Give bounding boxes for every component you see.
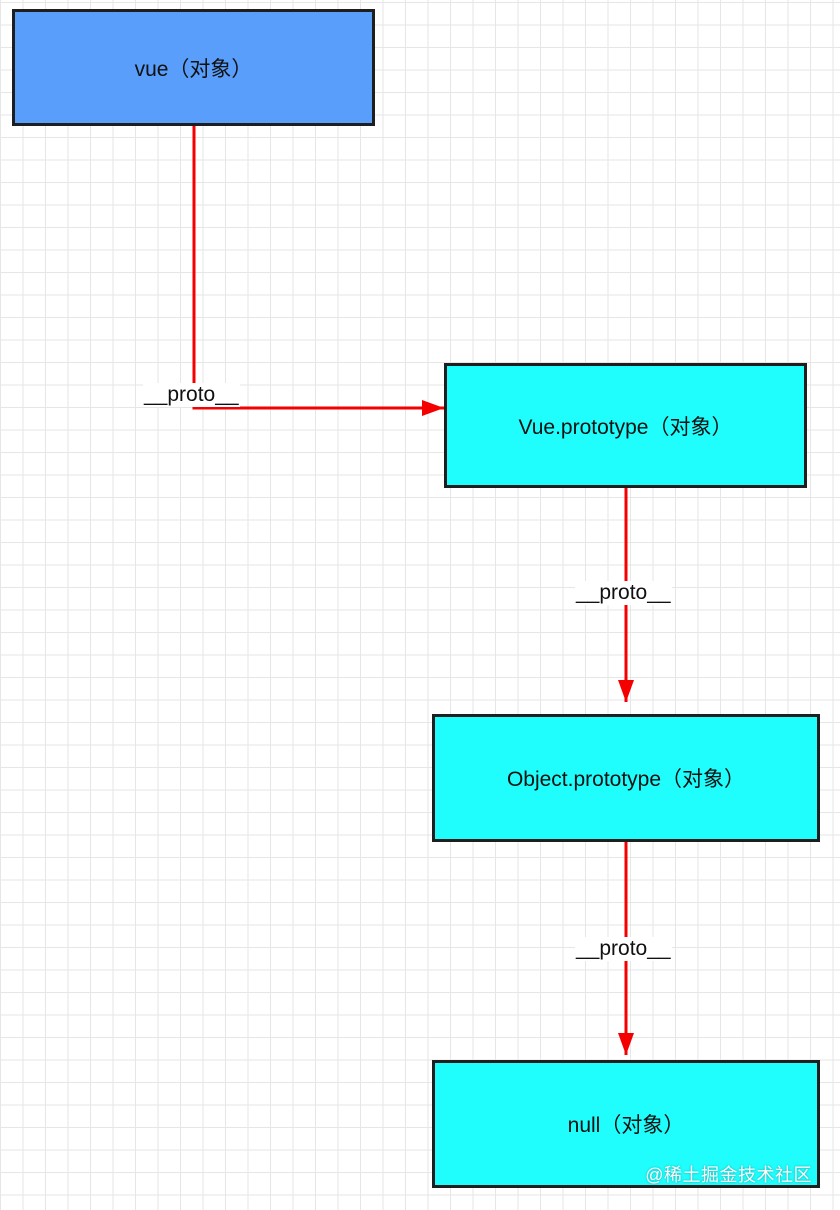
edge-label-vue-to-vue-prototype: __proto__ <box>143 383 240 407</box>
node-vue-prototype-label: Vue.prototype（对象） <box>518 415 733 439</box>
node-vue-prototype: Vue.prototype（对象） <box>444 363 807 488</box>
node-null: null（对象） <box>432 1060 820 1188</box>
watermark: @稀土掘金技术社区 <box>645 1165 812 1185</box>
node-null-label: null（对象） <box>567 1114 685 1137</box>
node-vue: vue（对象） <box>12 9 375 126</box>
node-vue-label: vue（对象） <box>134 57 253 81</box>
node-object-prototype: Object.prototype（对象） <box>432 714 820 842</box>
node-object-prototype-label: Object.prototype（对象） <box>506 768 746 791</box>
edge-label-vue-prototype-to-object-prototype: __proto__ <box>575 581 672 605</box>
edge-label-object-prototype-to-null: __proto__ <box>575 937 672 961</box>
edge-vue-to-vue-prototype <box>192 126 444 416</box>
